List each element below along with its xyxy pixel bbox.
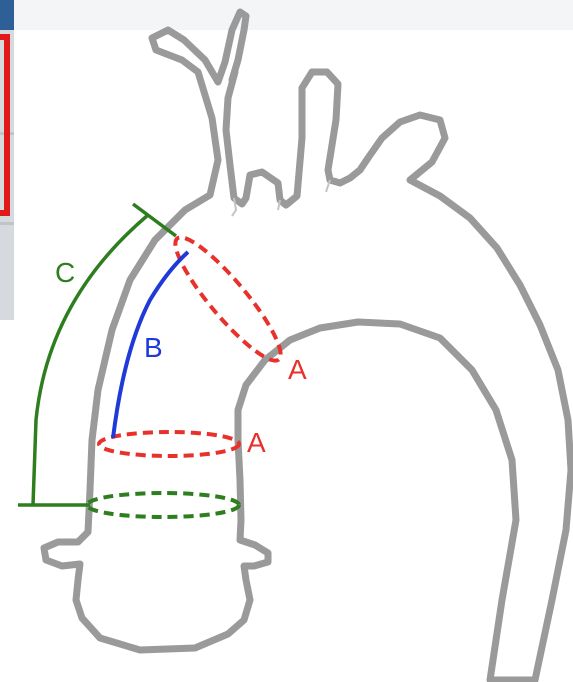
label-c: C: [55, 257, 75, 288]
lower-a-ellipse: [99, 432, 239, 456]
root-ellipse: [87, 493, 239, 517]
aorta-outline: [44, 12, 571, 680]
label-a-lower: A: [247, 427, 266, 458]
label-b: B: [144, 332, 163, 363]
label-a-upper: A: [288, 354, 307, 385]
segment-c-top-tick: [133, 204, 176, 236]
